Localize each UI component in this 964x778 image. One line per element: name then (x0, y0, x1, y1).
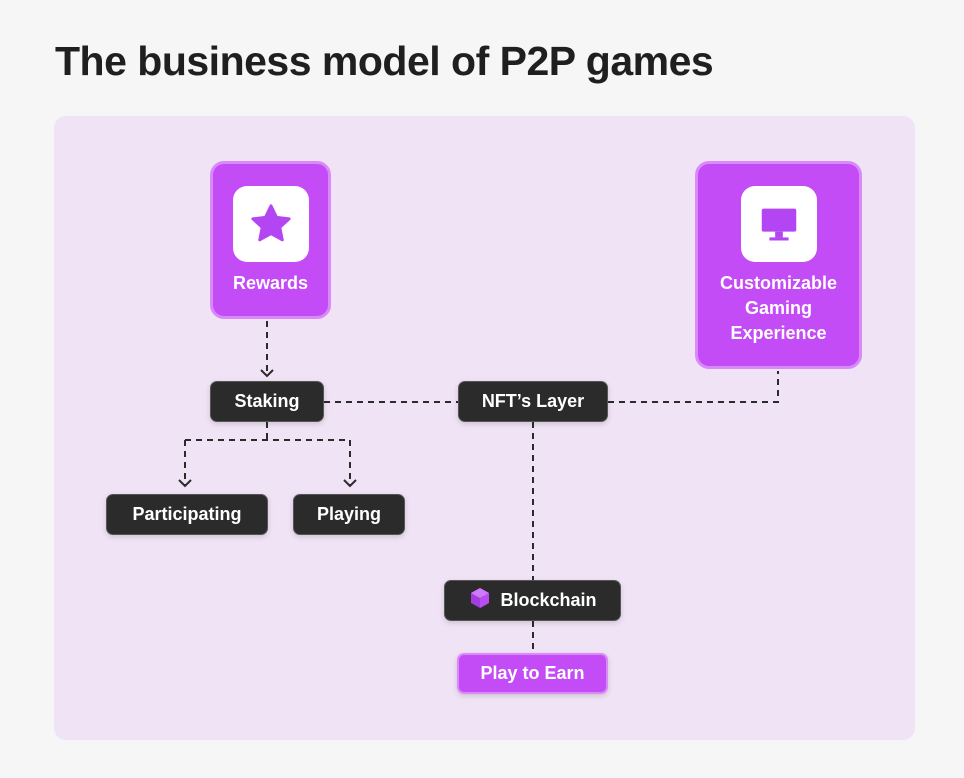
participating-node: Participating (106, 494, 268, 535)
rewards-card: Rewards (210, 161, 331, 319)
custom-label-line: Experience (730, 323, 827, 343)
customizable-gaming-card: Customizable Gaming Experience (695, 161, 862, 369)
monitor-icon (741, 186, 817, 262)
rewards-label: Rewards (232, 273, 309, 293)
staking-label: Staking (234, 391, 300, 411)
play-to-earn-label: Play to Earn (480, 663, 585, 683)
playing-label: Playing (316, 504, 382, 524)
arrow-head (178, 479, 192, 488)
cube-icon (468, 586, 492, 615)
participating-label: Participating (132, 504, 242, 524)
custom-label-line: Gaming (744, 298, 812, 318)
nft-layer-label: NFT’s Layer (481, 391, 585, 411)
arrow-head (260, 369, 274, 378)
play-to-earn-node: Play to Earn (457, 653, 608, 694)
staking-node: Staking (210, 381, 324, 422)
page-title: The business model of P2P games (55, 38, 714, 84)
arrow-head (343, 479, 357, 488)
staking-branch (184, 422, 351, 486)
playing-node: Playing (293, 494, 405, 535)
blockchain-label: Blockchain (500, 590, 597, 610)
blockchain-node: Blockchain (444, 580, 621, 621)
nft-to-custom (608, 371, 779, 403)
star-icon (233, 186, 309, 262)
nft-layer-node: NFT’s Layer (458, 381, 608, 422)
custom-label-line: Customizable (719, 273, 838, 293)
